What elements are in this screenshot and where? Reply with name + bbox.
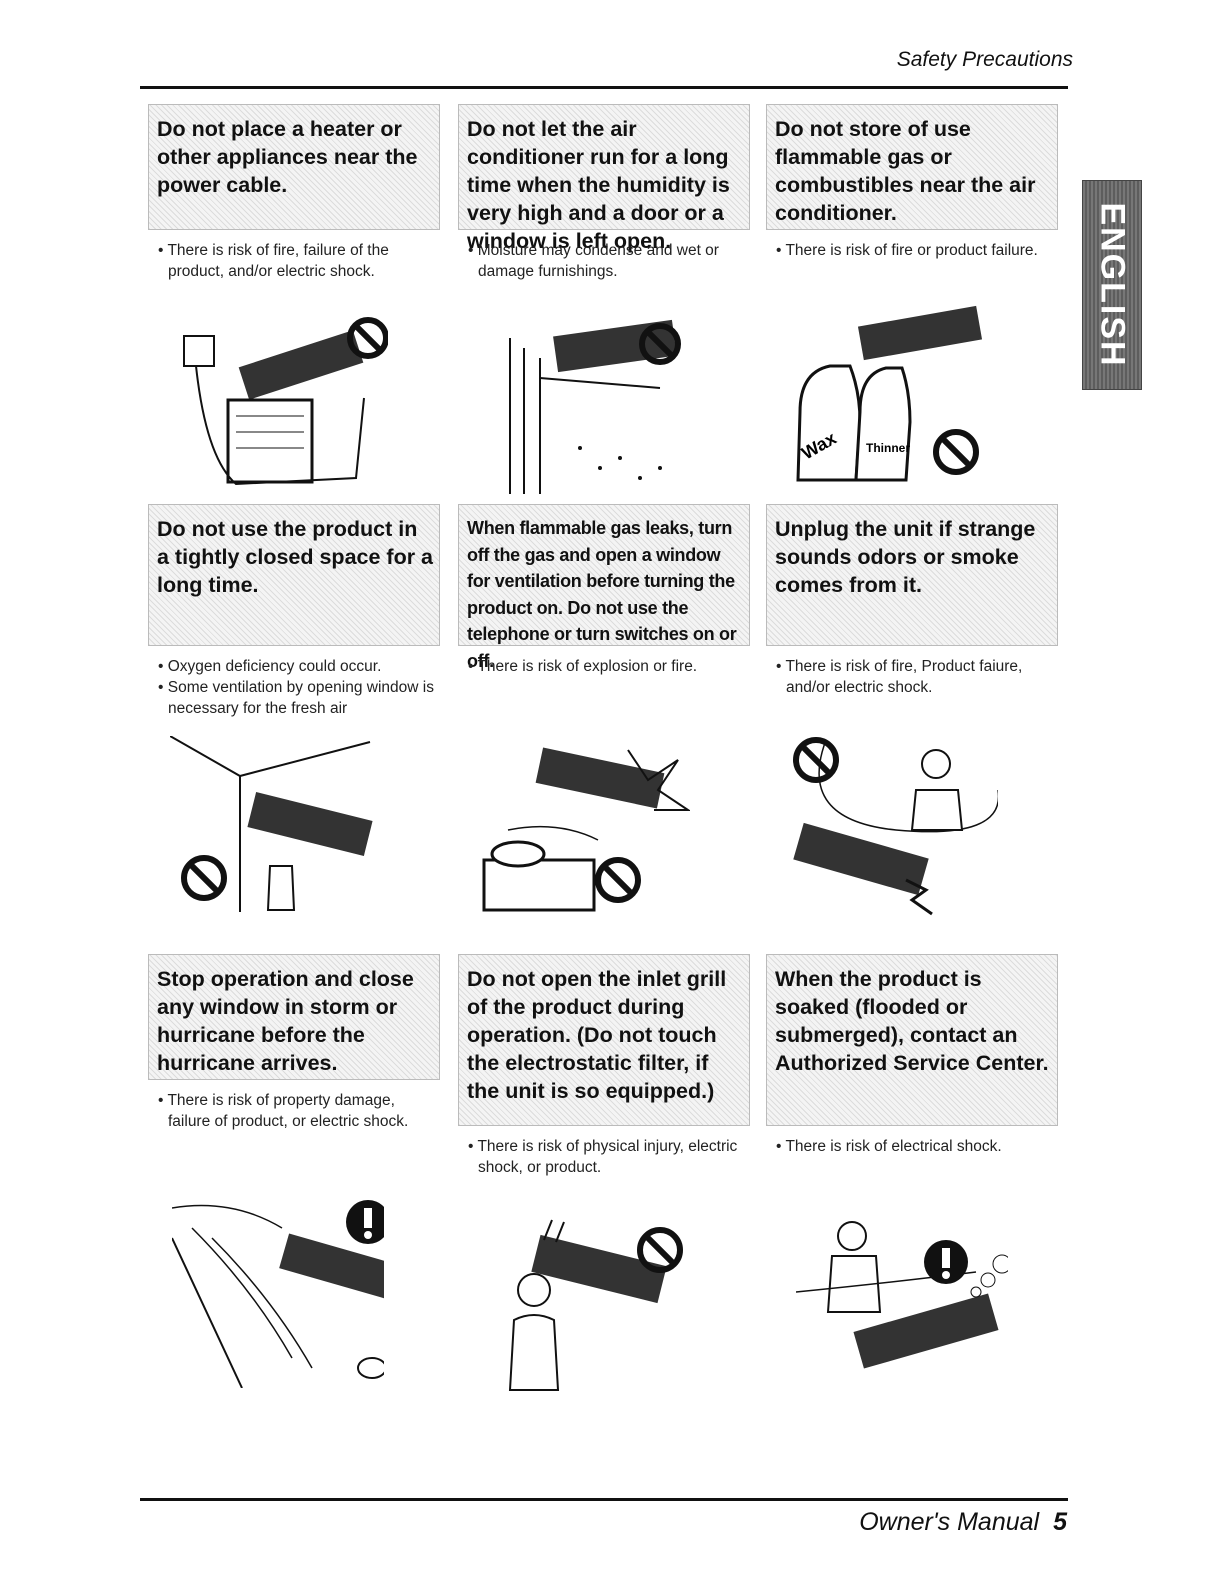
prohibition-icon — [347, 317, 389, 359]
note: There is risk of fire, Product faiure, a… — [776, 656, 1058, 698]
illustration-inlet-grill — [494, 1210, 706, 1400]
notes: There is risk of electrical shock. — [776, 1136, 1058, 1157]
note: There is risk of electrical shock. — [776, 1136, 1058, 1157]
section-title: Safety Precautions — [896, 48, 1073, 71]
caution-icon — [346, 1200, 390, 1244]
prohibition-icon — [181, 855, 227, 901]
note: There is risk of fire or product failure… — [776, 240, 1058, 261]
warning-box: Do not let the air conditioner run for a… — [458, 104, 750, 253]
note: There is risk of fire, failure of the pr… — [158, 240, 440, 282]
notes: There is risk of explosion or fire. — [468, 656, 750, 677]
precaution-item-5: When flammable gas leaks, turn off the g… — [458, 504, 750, 677]
label-thinner: Thinner — [866, 441, 910, 455]
warning-box: Stop operation and close any window in s… — [148, 954, 440, 1080]
prohibition-icon — [639, 323, 681, 365]
warning-box: Do not store of use flammable gas or com… — [766, 104, 1058, 230]
illustration-storm — [171, 1198, 395, 1389]
prohibition-icon — [933, 429, 979, 475]
illustration-gas-leak — [478, 730, 692, 920]
note: Some ventilation by opening window is ne… — [158, 677, 440, 719]
illustration-strange-sounds — [786, 730, 1000, 920]
illustration-flammable-gas: Wax Thinner — [790, 302, 1002, 492]
notes: There is risk of fire, failure of the pr… — [158, 240, 440, 282]
prohibition-icon — [637, 1227, 683, 1273]
illustration-heater-near-cable — [176, 308, 389, 498]
notes: Oxygen deficiency could occur. Some vent… — [158, 656, 440, 719]
footer: Owner's Manual 5 — [859, 1508, 1067, 1537]
precaution-item-9: When the product is soaked (flooded or s… — [766, 954, 1058, 1157]
precaution-item-7: Stop operation and close any window in s… — [148, 954, 440, 1132]
precaution-item-8: Do not open the inlet grill of the produ… — [458, 954, 750, 1178]
precaution-item-4: Do not use the product in a tightly clos… — [148, 504, 440, 719]
notes: There is risk of physical injury, electr… — [468, 1136, 750, 1178]
footer-rule — [140, 1498, 1068, 1501]
language-tab-label: ENGLISH — [1093, 202, 1132, 368]
warning-box: Unplug the unit if strange sounds odors … — [766, 504, 1058, 646]
precaution-item-2: Do not let the air conditioner run for a… — [458, 104, 750, 282]
prohibition-icon — [793, 737, 839, 783]
notes: There is risk of fire or product failure… — [776, 240, 1058, 261]
note: There is risk of property damage, failur… — [158, 1090, 440, 1132]
warning-box: When flammable gas leaks, turn off the g… — [458, 504, 750, 671]
precaution-item-1: Do not place a heater or other appliance… — [148, 104, 440, 282]
warning-box: Do not place a heater or other appliance… — [148, 104, 440, 230]
warning-box: Do not open the inlet grill of the produ… — [458, 954, 750, 1126]
warning-box: Do not use the product in a tightly clos… — [148, 504, 440, 646]
notes: Moisture may condense and wet or damage … — [468, 240, 750, 282]
precaution-item-6: Unplug the unit if strange sounds odors … — [766, 504, 1058, 698]
illustration-humidity-open-window — [500, 308, 712, 498]
note: Moisture may condense and wet or damage … — [468, 240, 750, 282]
manual-title: Owner's Manual — [859, 1508, 1040, 1536]
header-rule — [140, 86, 1068, 89]
note: There is risk of physical injury, electr… — [468, 1136, 750, 1178]
illustration-flooded — [795, 1212, 1012, 1402]
prohibition-icon — [595, 857, 641, 903]
warning-box: When the product is soaked (flooded or s… — [766, 954, 1058, 1126]
language-tab: ENGLISH — [1082, 180, 1142, 390]
illustration-closed-space — [169, 735, 382, 926]
page-number: 5 — [1053, 1508, 1067, 1536]
note: There is risk of explosion or fire. — [468, 656, 750, 677]
notes: There is risk of fire, Product faiure, a… — [776, 656, 1058, 698]
precaution-item-3: Do not store of use flammable gas or com… — [766, 104, 1058, 261]
note: Oxygen deficiency could occur. — [158, 656, 440, 677]
notes: There is risk of property damage, failur… — [158, 1090, 440, 1132]
caution-icon — [924, 1240, 968, 1284]
